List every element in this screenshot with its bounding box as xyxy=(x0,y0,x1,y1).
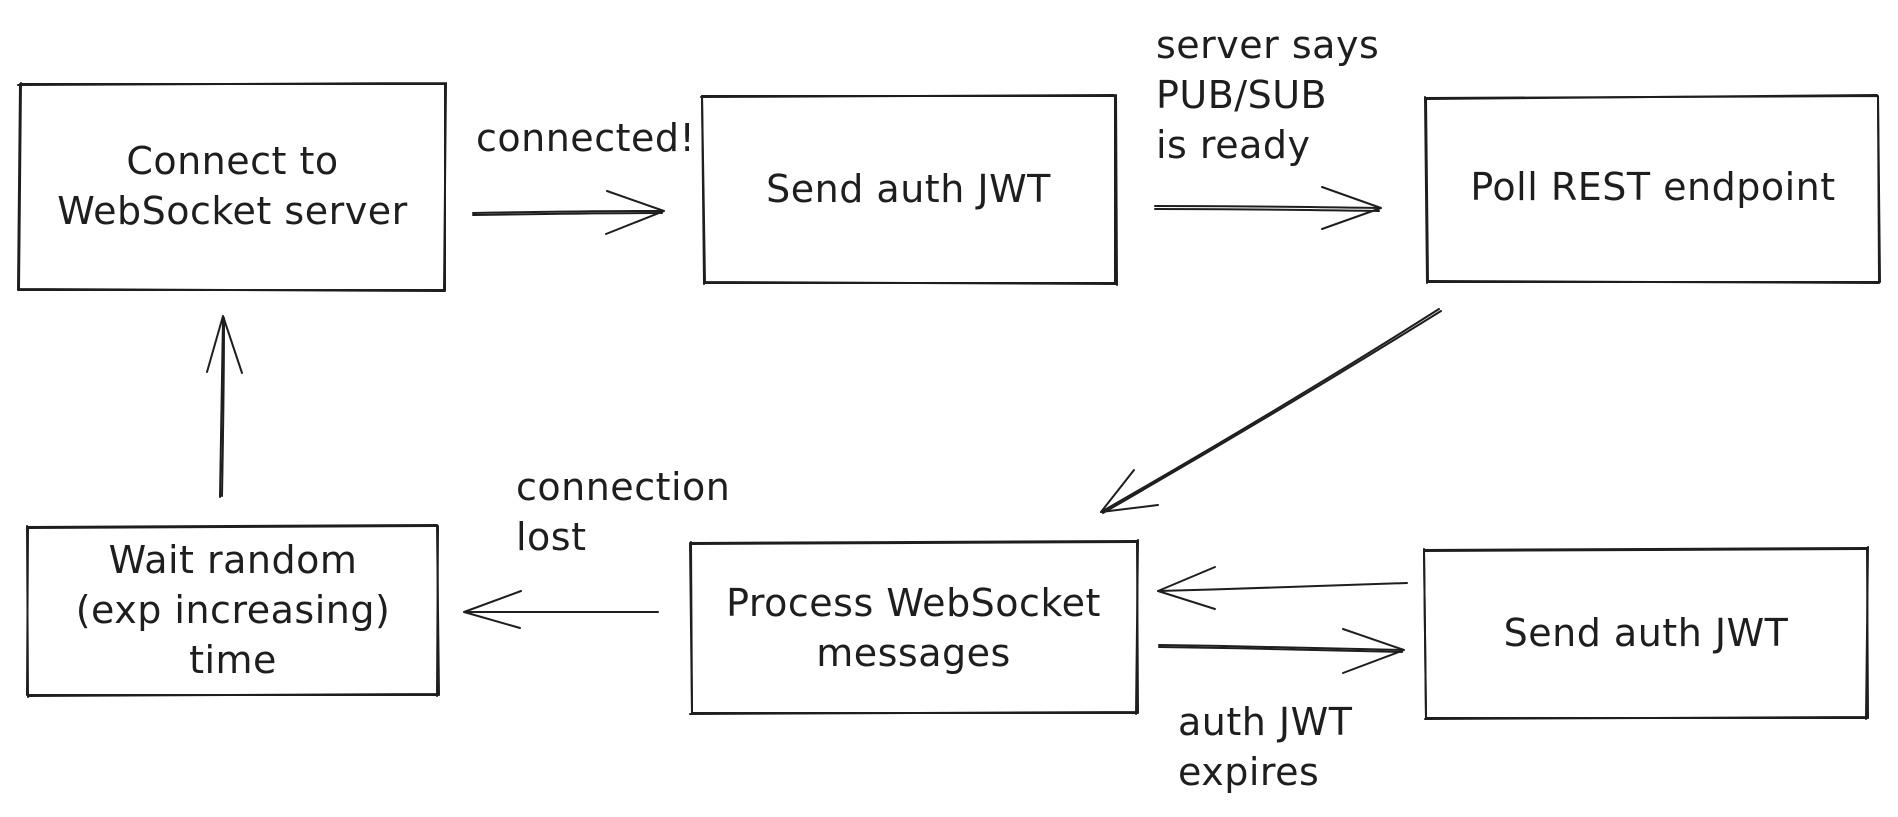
arrow-send-auth-to-poll xyxy=(1154,186,1382,230)
node-send-auth-top-box xyxy=(700,94,1118,286)
node-connect-box xyxy=(17,82,447,292)
node-process-box xyxy=(689,539,1139,715)
edge-label-pubsub-ready: server says PUB/SUB is ready xyxy=(1156,23,1380,167)
node-poll-box xyxy=(1424,94,1881,284)
arrow-connect-to-send-auth xyxy=(472,190,665,235)
node-connect-label: Connect to WebSocket server xyxy=(57,139,408,233)
arrow-send-auth-bottom-to-process xyxy=(1157,566,1408,610)
edge-label-jwt-expires: auth JWT expires xyxy=(1178,700,1353,794)
arrow-process-to-send-auth-bottom xyxy=(1158,628,1405,674)
node-poll-label: Poll REST endpoint xyxy=(1470,165,1836,209)
edge-label-connected: connected! xyxy=(476,116,696,160)
node-wait-label: Wait random (exp increasing) time xyxy=(75,538,391,682)
node-wait-box xyxy=(26,524,440,698)
arrow-process-to-wait xyxy=(463,590,659,629)
arrow-poll-to-process xyxy=(1100,308,1442,514)
node-process-label: Process WebSocket messages xyxy=(726,581,1101,675)
arrow-wait-to-connect xyxy=(206,315,243,498)
edge-label-connection-lost: connection lost xyxy=(516,465,731,559)
node-send-auth-top-label: Send auth JWT xyxy=(766,167,1051,211)
node-send-auth-bottom-label: Send auth JWT xyxy=(1503,611,1789,655)
node-send-auth-bottom-box xyxy=(1423,546,1869,720)
